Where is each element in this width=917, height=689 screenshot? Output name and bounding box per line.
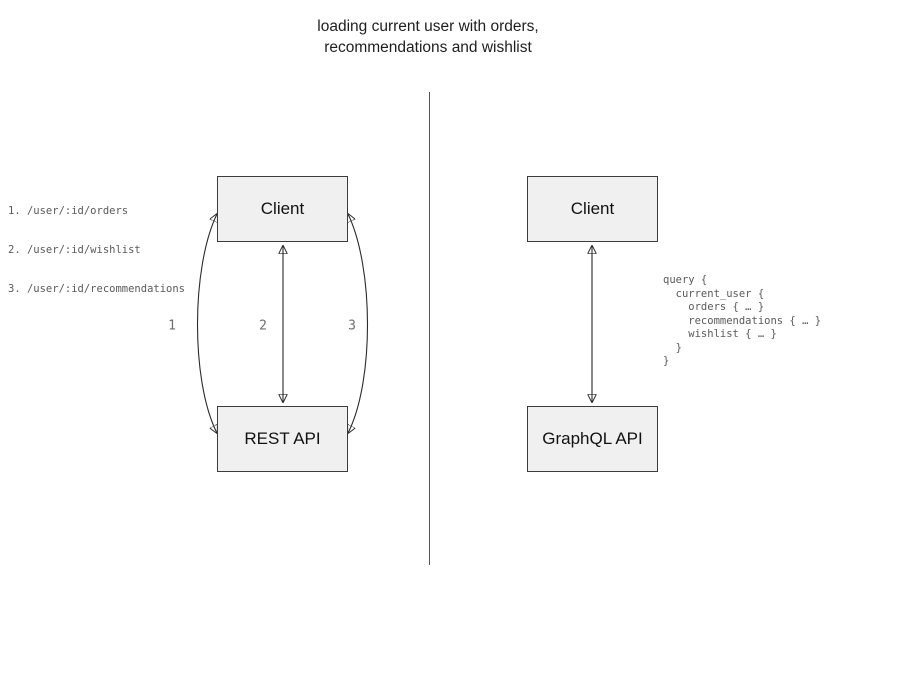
graphql-client-box: Client	[527, 176, 658, 242]
rest-arrow-label-1: 1	[168, 318, 176, 334]
rest-arrow-label-3: 3	[348, 318, 356, 334]
rest-client-box: Client	[217, 176, 348, 242]
rest-endpoint-recommendations: 3. /user/:id/recommendations	[8, 283, 186, 295]
graphql-client-label: Client	[570, 199, 615, 218]
rest-endpoint-wishlist: 2. /user/:id/wishlist	[8, 244, 141, 256]
rest-endpoint-orders: 1. /user/:id/orders	[8, 205, 129, 217]
rest-arrow-1-curve	[196, 214, 218, 433]
rest-client-label: Client	[260, 199, 305, 218]
rest-api-box: REST API	[217, 406, 348, 472]
rest-arrow-label-2: 2	[259, 318, 267, 334]
diagram-title-line1: loading current user with orders,	[317, 18, 539, 35]
graphql-api-label: GraphQL API	[542, 429, 643, 448]
graphql-query-snippet: query { current_user { orders { … } reco…	[663, 274, 822, 367]
diagram-title-line2: recommendations and wishlist	[324, 39, 532, 56]
panel-divider-line	[429, 92, 430, 565]
rest-endpoint-list: 1. /user/:id/orders 2. /user/:id/wishlis…	[8, 179, 185, 322]
diagram-title: loading current user with orders, recomm…	[228, 16, 628, 58]
rest-api-label: REST API	[244, 429, 321, 448]
graphql-api-box: GraphQL API	[527, 406, 658, 472]
